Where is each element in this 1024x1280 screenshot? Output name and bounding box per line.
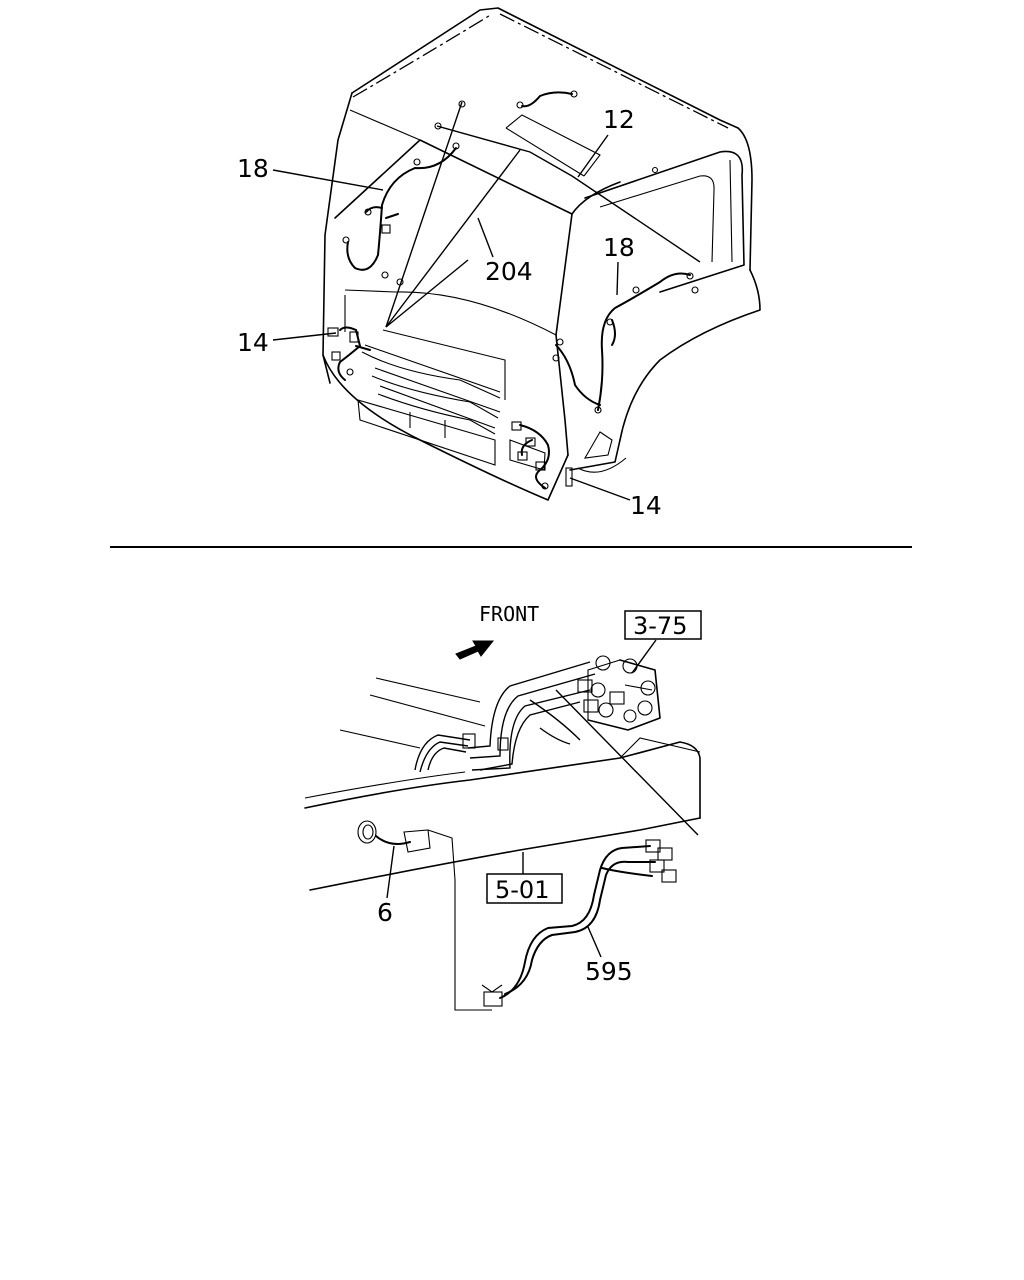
harness-595 — [481, 839, 677, 1007]
hydraulic-hoses — [414, 661, 596, 773]
callout-204: 204 — [485, 257, 533, 286]
ref-label-3-75: 3-75 — [633, 612, 687, 640]
callout-14-right: 14 — [630, 491, 662, 520]
valve-block — [577, 655, 661, 731]
callout-18-left: 18 — [237, 154, 269, 183]
ref-box-5-01 — [486, 873, 563, 904]
upper-harness-routing — [385, 101, 701, 328]
callout-12: 12 — [603, 105, 635, 134]
callout-14-left: 14 — [237, 328, 269, 357]
cab-wiring-harness — [327, 90, 699, 490]
cab-illustration — [322, 7, 761, 501]
callout-6: 6 — [377, 898, 393, 927]
front-arrow-icon — [455, 640, 495, 660]
ref-label-5-01: 5-01 — [495, 876, 549, 904]
connector-6 — [357, 820, 456, 881]
frame-rail — [304, 677, 701, 1011]
callout-595: 595 — [585, 957, 633, 986]
routing-line — [555, 689, 699, 836]
front-label: FRONT — [479, 602, 539, 626]
callout-18-right: 18 — [603, 233, 635, 262]
ref-box-3-75 — [624, 610, 702, 640]
upper-callout-leaders — [272, 134, 631, 501]
